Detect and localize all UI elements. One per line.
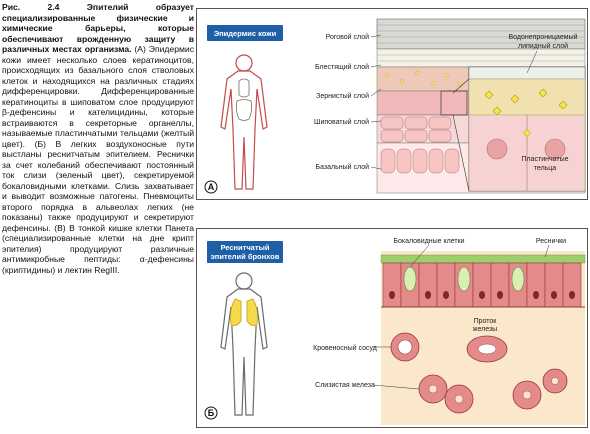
panel-a-skin-epidermis: Эпидермис кожи А (196, 8, 588, 200)
label-spinous-layer: Шиповатый слой (314, 118, 369, 126)
nuclei (389, 291, 575, 299)
figure-caption: Рис. 2.4 Эпителий образует специализиров… (2, 2, 194, 275)
gland-duct (466, 335, 508, 363)
magnified-inset (468, 66, 586, 192)
caption-lead: Эпителий образует специализированные физ… (2, 2, 194, 54)
label-duct-line2: железы (473, 326, 497, 333)
label-goblet-cells: Бокаловидные клетки (393, 238, 464, 245)
organs-a (235, 78, 253, 121)
label-basal-layer: Базальный слой (316, 163, 370, 171)
panel-b-badge (207, 241, 283, 263)
panel-a-letter: А (208, 182, 215, 192)
label-granular-layer: Зернистый слой (316, 92, 369, 100)
label-barrier-line1: Водонепроницаемый (508, 33, 577, 41)
panel-b-badge-line2: эпителий бронхов (211, 252, 280, 261)
lungs (230, 298, 258, 326)
figure-label: Рис. 2.4 (2, 2, 60, 12)
label-lucid-layer: Блестящий слой (315, 63, 369, 71)
mucus-layer (380, 254, 586, 264)
panel-b-badge-line1: Реснитчатый (220, 243, 269, 252)
panel-b-illustration: Реснитчатый эпителий бронхов Б (197, 229, 587, 427)
label-horny-layer: Роговой слой (326, 33, 369, 41)
label-lamellar-line2: тельца (534, 165, 557, 172)
label-cilia: Реснички (536, 238, 566, 245)
label-blood-vessel: Кровеносный сосуд (313, 344, 377, 352)
label-duct-line1: Проток (474, 318, 498, 325)
blood-vessel (390, 332, 420, 362)
panel-a-illustration: Эпидермис кожи А (197, 9, 587, 199)
panel-b-letter: Б (208, 408, 215, 418)
panel-a-badge-text: Эпидермис кожи (214, 29, 277, 38)
caption-body: (А) Эпидермис кожи имеет несколько слоев… (2, 44, 194, 275)
panel-a-badge (207, 25, 283, 41)
label-mucous-gland: Слизистая железа (315, 382, 375, 389)
label-lamellar-line1: Пластинчатые (521, 156, 568, 163)
human-figure-a (220, 54, 268, 190)
human-figure-b (220, 272, 268, 416)
panel-b-bronchial-epithelium: Реснитчатый эпителий бронхов Б (196, 228, 588, 428)
label-barrier-line2: липидный слой (518, 42, 568, 50)
